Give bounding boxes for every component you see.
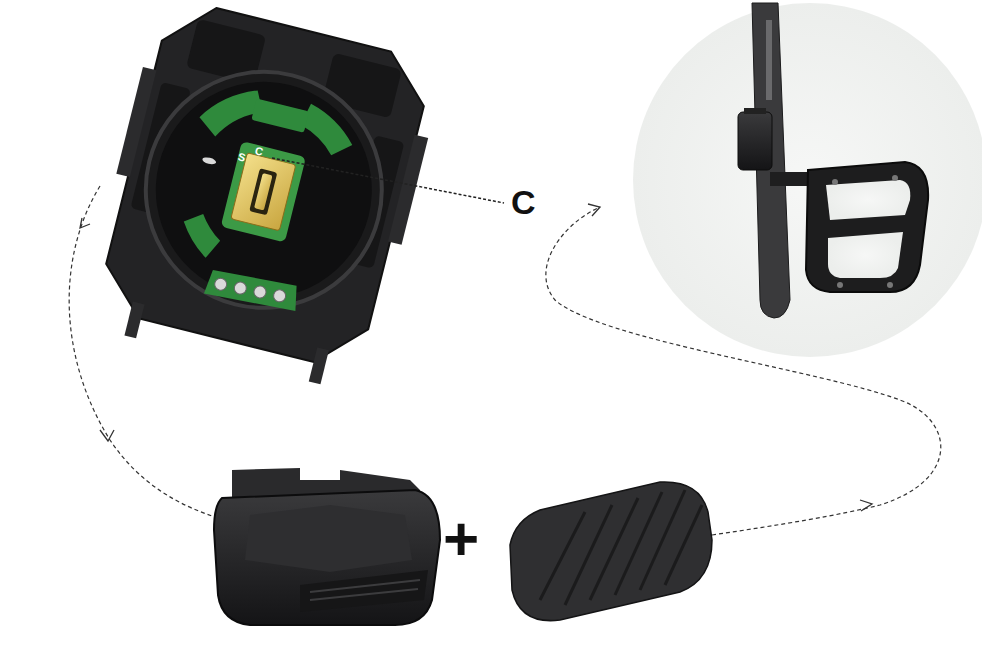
leader-line xyxy=(272,158,504,203)
callout-letter: C xyxy=(511,185,536,219)
mounted-view xyxy=(633,3,982,357)
sensor-unit xyxy=(214,468,440,625)
sensor-housing xyxy=(79,0,447,395)
rubber-pad xyxy=(510,482,712,621)
flow-curve xyxy=(69,186,212,516)
plus-sign: + xyxy=(443,508,479,570)
